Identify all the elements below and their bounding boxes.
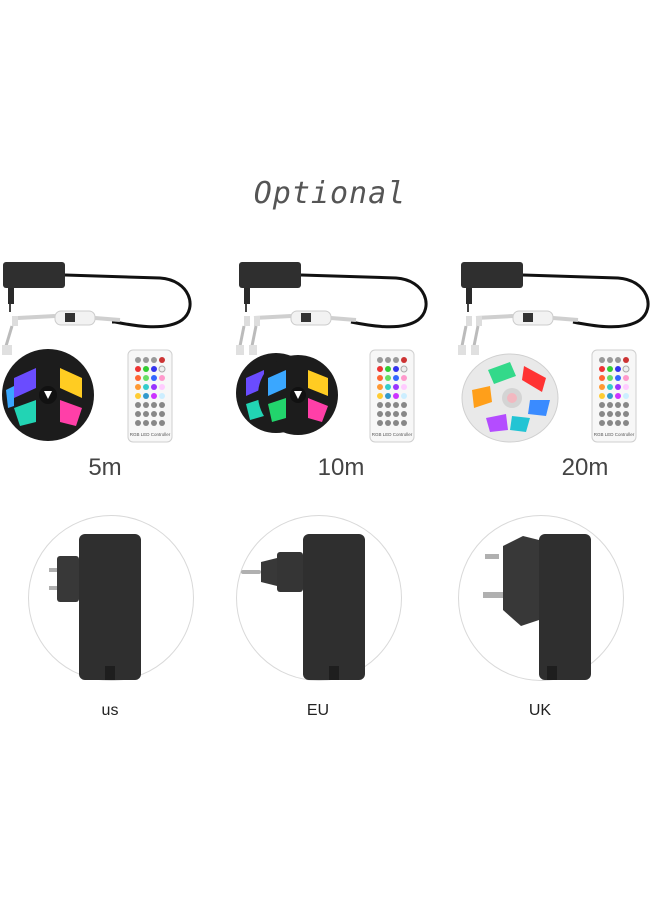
svg-text:RGB LED Controller: RGB LED Controller [594, 432, 635, 437]
plug-label-uk: UK [528, 702, 552, 719]
plug-eu-circle [236, 515, 402, 681]
kit-10m: RGB LED Controller [236, 250, 446, 450]
power-adapter-icon [461, 262, 523, 288]
plug-uk-circle [458, 515, 624, 681]
svg-text:RGB LED Controller: RGB LED Controller [130, 432, 171, 437]
kit-length-10m: 10m [317, 454, 365, 481]
plug-label-us: us [101, 702, 119, 719]
remote-control-icon [127, 349, 173, 443]
plug-us-circle [28, 515, 194, 681]
uk-plug-adapter-icon [483, 534, 591, 680]
svg-text:RGB LED Controller: RGB LED Controller [372, 432, 413, 437]
power-adapter-icon [3, 262, 65, 288]
us-plug-adapter-icon [49, 534, 141, 680]
eu-plug-adapter-icon [241, 534, 365, 680]
page-title: Optional [253, 176, 407, 211]
plug-label-eu: EU [306, 702, 330, 719]
power-adapter-icon [239, 262, 301, 288]
kit-length-5m: 5m [88, 454, 122, 481]
kit-5m: RGB LED Controller [0, 250, 210, 450]
kit-illustration: RGB LED Controller [2, 262, 192, 443]
kit-20m: RGB LED Controller [458, 250, 660, 450]
remote-control-icon [591, 349, 637, 443]
kit-illustration: RGB LED Controller [458, 262, 650, 443]
kit-length-20m: 20m [561, 454, 609, 481]
remote-control-icon [369, 349, 415, 443]
kit-illustration: RGB LED Controller [236, 262, 428, 443]
